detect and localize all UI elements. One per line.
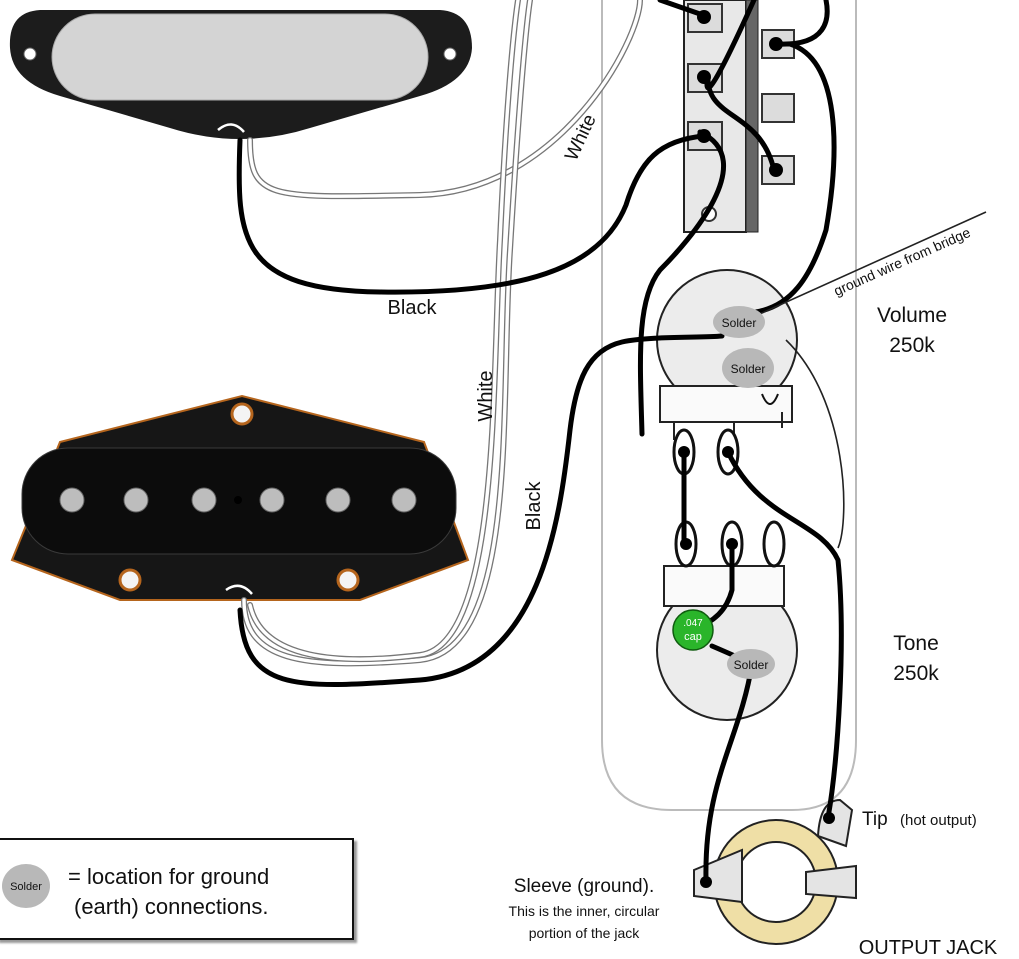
output-jack <box>693 798 857 945</box>
label-volume: Volume <box>877 304 947 327</box>
label-white-mid: White <box>475 370 497 421</box>
bridge-pickup <box>10 394 470 601</box>
legend-text: = location for ground (earth) connection… <box>68 862 269 922</box>
capacitor: .047 cap <box>672 609 714 651</box>
legend-solder-blob: Solder <box>2 864 50 908</box>
solder-label-tone: Solder <box>734 658 769 672</box>
solder-label-volume-2: Solder <box>731 362 766 376</box>
label-tone-value: 250k <box>893 662 939 685</box>
lug-dots <box>678 10 835 888</box>
label-sleeve-note-2: portion of the jack <box>529 925 641 941</box>
label-volume-value: 250k <box>889 334 935 357</box>
legend: Solder = location for ground (earth) con… <box>0 838 354 940</box>
cap-label-word: cap <box>684 631 702 643</box>
white-wires <box>241 0 643 667</box>
cap-label-value: .047 <box>683 618 703 629</box>
label-tip-note: (hot output) <box>900 812 977 829</box>
label-black-vertical: Black <box>523 481 545 531</box>
label-sleeve: Sleeve (ground). <box>514 876 654 897</box>
solder-blobs: Solder Solder Solder <box>713 306 775 679</box>
label-tip: Tip <box>862 809 888 830</box>
label-tone: Tone <box>893 632 939 655</box>
label-white-top: White <box>561 111 601 164</box>
label-output-jack: OUTPUT JACK <box>859 937 998 959</box>
solder-label-volume-1: Solder <box>722 316 757 330</box>
neck-pickup <box>9 10 472 139</box>
legend-line-1: = location for ground <box>68 864 270 889</box>
label-black-mid: Black <box>388 297 438 319</box>
legend-line-2: (earth) connections. <box>74 894 269 919</box>
pole-pieces <box>59 487 417 513</box>
legend-solder-label: Solder <box>10 881 42 893</box>
tone-return-line <box>785 339 845 549</box>
label-sleeve-note-1: This is the inner, circular <box>509 903 660 919</box>
ground-wire-line <box>741 211 987 323</box>
